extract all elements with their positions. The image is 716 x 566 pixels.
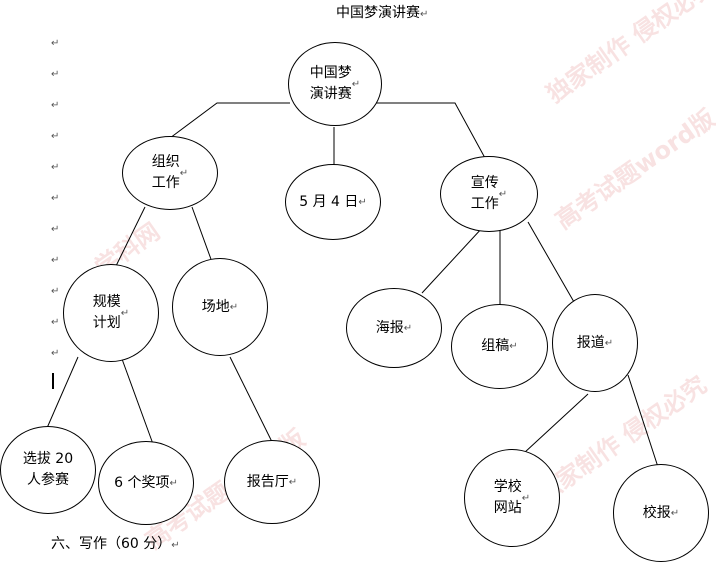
line-root-pub [376, 102, 486, 159]
node-venue: 场地↵ [172, 258, 268, 356]
line-org-plan [114, 206, 146, 269]
node-plan: 规模 计划↵ [63, 264, 159, 362]
node-awards: 6 个奖项↵ [98, 441, 194, 525]
node-organization: 组织 工作↵ [122, 136, 218, 210]
text-cursor [52, 373, 54, 389]
node-date: 5 月 4 日↵ [285, 164, 381, 240]
node-school-paper: 校报↵ [613, 464, 709, 562]
line-org-venue [191, 206, 213, 263]
node-hall: 报告厅↵ [224, 440, 320, 524]
node-website: 学校 网站↵ [464, 449, 560, 547]
node-draft: 组稿↵ [451, 304, 548, 389]
diagram-title: 中国梦演讲赛↵ [336, 5, 429, 21]
line-plan-select [46, 356, 79, 429]
node-root: 中国梦 演讲赛↵ [288, 42, 382, 126]
line-plan-awards [121, 358, 154, 445]
section-heading: 六、写作（60 分）↵ [51, 536, 180, 552]
node-publicity: 宣传 工作↵ [440, 156, 538, 232]
line-root-org [169, 102, 290, 139]
node-report: 报道↵ [552, 294, 638, 392]
line-report-paper [627, 374, 659, 468]
line-pub-report [527, 221, 575, 303]
line-pub-poster [421, 226, 484, 294]
node-poster: 海报↵ [346, 288, 442, 368]
node-select: 选拔 20 人参赛 [0, 426, 96, 514]
line-report-web [523, 393, 589, 454]
line-venue-hall [229, 356, 278, 453]
